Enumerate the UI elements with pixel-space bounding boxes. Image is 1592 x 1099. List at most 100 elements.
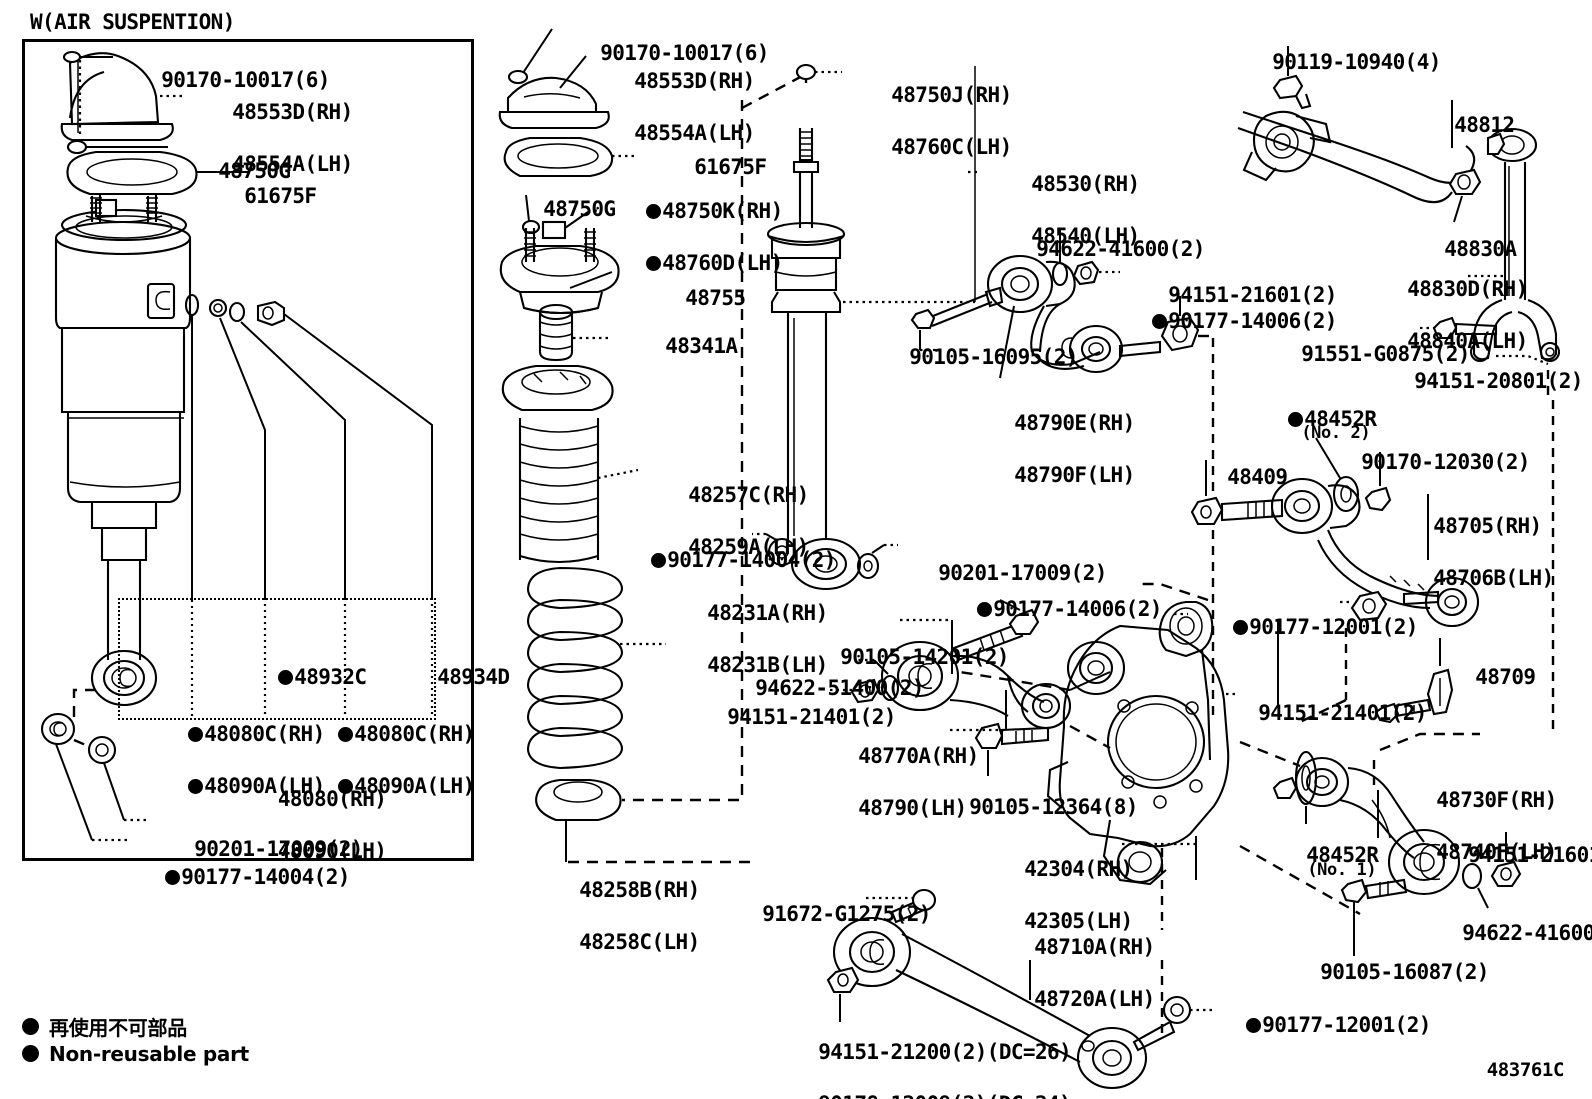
part-number-text: 61675F <box>694 155 767 179</box>
part-number-text: 48080C(RH) <box>204 722 325 746</box>
part-number-text: 90170-10017(6) <box>161 68 330 92</box>
part-number-text: 61675F <box>244 184 317 208</box>
drawing-code: 483761C <box>1486 1059 1565 1081</box>
part-number-text: 90170-12030(2) <box>1361 450 1530 474</box>
part-label-48710A: 48710A(RH) 48720A(LH) <box>986 908 1155 1038</box>
part-label-90177-14006-top: 90177-14006(2) <box>1104 284 1337 359</box>
part-label-48934D-inset: 48934D <box>389 640 510 715</box>
part-number-text: 48554A(LH) <box>634 121 755 145</box>
part-number-text: 94622-41600(2) <box>1462 921 1592 945</box>
non-reusable-bullet-icon <box>646 204 662 219</box>
part-number-text: 94151-21601(2) <box>1468 843 1592 867</box>
part-number-text: 48341A <box>665 334 738 358</box>
part-number-text: 48790(LH) <box>858 796 967 820</box>
part-number-text: 48840A(LH) <box>1407 329 1528 353</box>
part-number-text: 90105-14201(2) <box>840 645 1009 669</box>
part-number-text: 48090A(LH) <box>354 774 475 798</box>
part-number-text: 48530(RH) <box>1031 172 1140 196</box>
part-number-text: 48710A(RH) <box>1034 935 1155 959</box>
part-label-48812: 48812 <box>1406 88 1515 163</box>
part-label-48452R-no2-sub: (No. 2) <box>1262 403 1370 463</box>
part-number-text: 94151-20801(2) <box>1414 369 1583 393</box>
part-label-90177-14004: 90177-14004(2) <box>603 523 836 598</box>
legend-label: 再使用不可部品 <box>49 1016 187 1040</box>
non-reusable-bullet-icon <box>646 256 662 271</box>
part-number-text: 90178-12009(2)(DC=24) <box>818 1092 1072 1099</box>
part-label-48770A: 48770A(RH) 48790(LH) <box>810 717 979 847</box>
part-number-text: 94622-51400(2) <box>755 676 924 700</box>
non-reusable-bullet-icon <box>188 727 204 742</box>
part-label-90201-17009-inset: 90201-17009(2) <box>146 812 363 887</box>
part-number-text: 48080C(RH) <box>354 722 475 746</box>
part-label-90170-10017-inset: 90170-10017(6) <box>113 43 330 118</box>
part-label-90105-14201: 90105-14201(2) <box>792 620 1009 695</box>
part-label-48553D-inset: 48553D(RH) 48554A(LH) <box>184 73 353 203</box>
part-number-text: 90177-14004(2) <box>667 548 836 572</box>
legend-item-english: Non-reusable part <box>22 1040 249 1067</box>
non-reusable-bullet-icon <box>1233 620 1249 635</box>
part-number-text: 42304(RH) <box>1024 857 1133 881</box>
part-number-text: 48934D <box>437 665 510 689</box>
part-label-48452R-no1: 48452R <box>1258 818 1379 893</box>
part-label-90177-12001-mid: 90177-12001(2) <box>1185 590 1418 665</box>
part-number-text: 90177-12001(2) <box>1262 1013 1431 1037</box>
part-label-94151-21200: 94151-21200(2)(DC=26) 90178-12009(2)(DC=… <box>770 1013 1072 1099</box>
part-label-94622-51400: 94622-51400(2) <box>707 651 924 726</box>
part-number-text: 48750G <box>543 197 616 221</box>
part-label-90105-16095: 90105-16095(2) <box>861 320 1078 395</box>
part-label-61675F: 61675F <box>646 130 767 205</box>
part-number-text: 48830A <box>1444 237 1517 261</box>
part-number-text: 91551-G0875(2) <box>1301 342 1470 366</box>
part-label-48750K: 48750K(RH) 48760D(LH) <box>598 172 783 302</box>
part-number-text: 48770A(RH) <box>858 744 979 768</box>
part-number-text: 90177-14006(2) <box>993 597 1162 621</box>
part-label-90105-12364: 90105-12364(8) <box>921 770 1138 845</box>
part-number-text: 48790E(RH) <box>1014 411 1135 435</box>
legend-label: Non-reusable part <box>49 1041 249 1066</box>
part-label-94622-41600-bot: 94622-41600(2) <box>1414 896 1592 971</box>
part-label-94151-21401-knuckle: 94151-21401(2) <box>1210 676 1427 751</box>
part-label-48730F: 48730F(RH) 48740F(LH) <box>1388 761 1557 891</box>
non-reusable-bullet-icon <box>188 779 204 794</box>
part-label-90177-14004-inset: 90177-14004(2) <box>117 840 350 915</box>
part-label-48080C-right-inset: 48080C(RH) 48090A(LH) <box>290 695 475 825</box>
part-number-text: 90170-10017(6) <box>600 41 769 65</box>
part-label-90170-10017: 90170-10017(6) <box>552 16 769 91</box>
non-reusable-bullet-icon <box>1246 1018 1262 1033</box>
part-number-text: (No. 1) <box>1307 860 1377 880</box>
inset-grouping-box <box>118 598 436 720</box>
part-number-text: 90177-14006(2) <box>1168 309 1337 333</box>
non-reusable-bullet-icon <box>1152 314 1168 329</box>
non-reusable-bullet-icon <box>278 670 294 685</box>
part-label-91672-G1275: 91672-G1275(2) <box>714 877 931 952</box>
non-reusable-bullet-icon <box>651 553 667 568</box>
part-number-text: 90177-12001(2) <box>1249 615 1418 639</box>
part-number-text: 48812 <box>1454 113 1515 137</box>
part-label-48705: 48705(RH) 48706B(LH) <box>1385 487 1554 617</box>
part-number-text: 90177-14004(2) <box>181 865 350 889</box>
part-label-90119-10940: 90119-10940(4) <box>1224 25 1441 100</box>
part-label-94151-21401-arm: 94151-21401(2) <box>679 680 896 755</box>
part-label-48709: 48709 <box>1427 640 1536 715</box>
part-number-text: (No. 2) <box>1301 423 1371 443</box>
part-number-text: 48452R <box>1304 407 1377 431</box>
part-number-text: 48790F(LH) <box>1014 463 1135 487</box>
part-number-text: 48231A(RH) <box>707 601 828 625</box>
part-label-48258B: 48258B(RH) 48258C(LH) <box>531 851 700 981</box>
part-label-90177-14006-mid: 90177-14006(2) <box>929 572 1162 647</box>
part-number-text: 94151-21401(2) <box>727 705 896 729</box>
part-label-48452R-no1-sub: (No. 1) <box>1268 840 1376 900</box>
part-number-text: 48750J(RH) <box>891 83 1012 107</box>
part-number-text: 48259A(LH) <box>688 535 809 559</box>
part-label-42304: 42304(RH) 42305(LH) <box>976 830 1133 960</box>
non-reusable-bullet-icon <box>338 727 354 742</box>
part-number-text: 48452R <box>1306 843 1379 867</box>
part-label-48080-inset: 48080(RH) 48090(LH) <box>168 760 448 890</box>
legend-item-japanese: 再使用不可部品 <box>22 1013 249 1040</box>
legend: 再使用不可部品 Non-reusable part <box>22 1013 249 1067</box>
part-number-text: 48740F(LH) <box>1436 840 1557 864</box>
part-number-text: 94151-21200(2)(DC=26) <box>818 1040 1072 1064</box>
part-number-text: 48750K(RH) <box>662 199 783 223</box>
part-label-91551-G0875: 91551-G0875(2) <box>1253 317 1470 392</box>
